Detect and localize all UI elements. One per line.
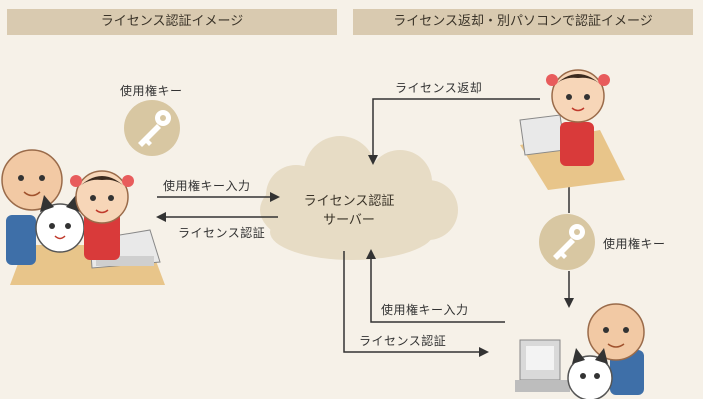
user-illustration-return <box>519 69 625 190</box>
users-illustration-new-pc <box>515 303 645 399</box>
server-label-line2: サーバー <box>323 213 375 228</box>
arrow-key-input-right <box>366 249 505 323</box>
label-license-return: ライセンス返却 <box>395 81 483 95</box>
arrow-license-auth-bottom <box>343 251 489 357</box>
label-key-input-right: 使用権キー入力 <box>381 303 469 317</box>
label-license-auth-left: ライセンス認証 <box>178 226 266 240</box>
header-license-auth: ライセンス認証イメージ <box>7 9 337 35</box>
label-license-auth-bottom: ライセンス認証 <box>359 334 447 348</box>
label-key-input-left: 使用権キー入力 <box>163 179 251 193</box>
label-key-right: 使用権キー <box>603 237 666 251</box>
arrow-license-return <box>368 98 540 165</box>
server-label-line1: ライセンス認証 <box>303 194 395 209</box>
header-license-return: ライセンス返却・別パソコンで認証イメージ <box>353 9 693 35</box>
key-icon <box>124 100 180 156</box>
server-label: ライセンス認証 サーバー <box>289 192 409 230</box>
users-illustration-left <box>1 149 165 285</box>
key-icon <box>539 214 595 270</box>
server-cloud <box>260 136 458 260</box>
label-key-top: 使用権キー <box>120 84 183 98</box>
